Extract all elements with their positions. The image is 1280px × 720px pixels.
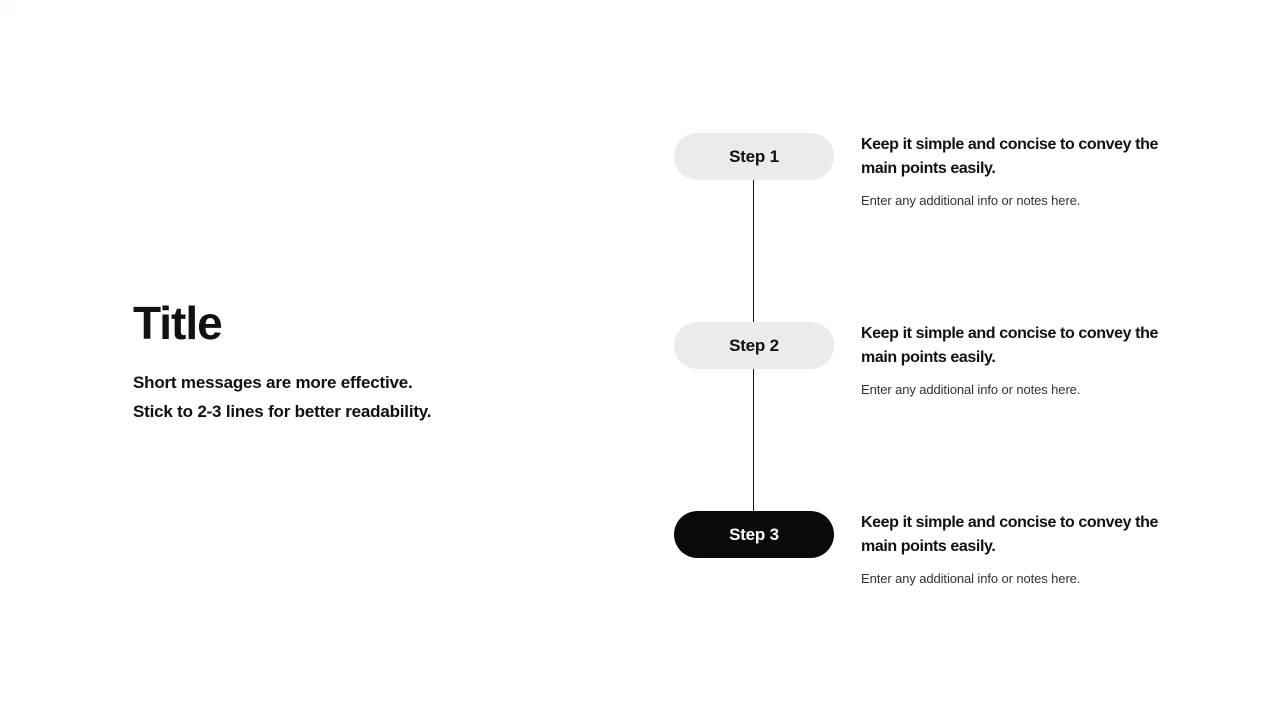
timeline-step-2: Step 2 Keep it simple and concise to con… — [674, 322, 1161, 398]
step-3-label: Step 3 — [729, 524, 779, 544]
intro-section: Title Short messages are more effective.… — [133, 299, 553, 426]
timeline-step-1: Step 1 Keep it simple and concise to con… — [674, 133, 1161, 209]
step-3-text: Keep it simple and concise to convey the… — [861, 511, 1161, 587]
intro-subtitle-line-2: Stick to 2-3 lines for better readabilit… — [133, 402, 432, 421]
step-1-pill: Step 1 — [674, 133, 834, 180]
step-3-description-line-1: Keep it simple and concise to convey the — [861, 514, 1158, 531]
step-2-note: Enter any additional info or notes here. — [861, 382, 1081, 397]
step-2-description-line-2: main points easily. — [861, 349, 996, 366]
page-title: Title — [133, 297, 223, 349]
step-1-description-line-1: Keep it simple and concise to convey the — [861, 136, 1158, 153]
step-2-text: Keep it simple and concise to convey the… — [861, 322, 1161, 398]
step-2-label: Step 2 — [729, 335, 779, 355]
step-1-text: Keep it simple and concise to convey the… — [861, 133, 1161, 209]
step-1-label: Step 1 — [729, 146, 779, 166]
step-2-description: Keep it simple and concise to convey the… — [861, 322, 1161, 370]
step-3-note: Enter any additional info or notes here. — [861, 571, 1081, 586]
step-3-pill: Step 3 — [674, 511, 834, 558]
step-2-description-line-1: Keep it simple and concise to convey the — [861, 325, 1158, 342]
step-3-description-line-2: main points easily. — [861, 538, 996, 555]
step-2-pill: Step 2 — [674, 322, 834, 369]
corner-accent — [0, 0, 16, 16]
timeline-step-3: Step 3 Keep it simple and concise to con… — [674, 511, 1161, 587]
step-1-description-line-2: main points easily. — [861, 160, 996, 177]
timeline: Step 1 Keep it simple and concise to con… — [674, 133, 1194, 603]
step-3-description: Keep it simple and concise to convey the… — [861, 511, 1161, 559]
step-1-description: Keep it simple and concise to convey the… — [861, 133, 1161, 181]
intro-subtitle-line-1: Short messages are more effective. — [133, 373, 413, 392]
step-1-note: Enter any additional info or notes here. — [861, 193, 1081, 208]
